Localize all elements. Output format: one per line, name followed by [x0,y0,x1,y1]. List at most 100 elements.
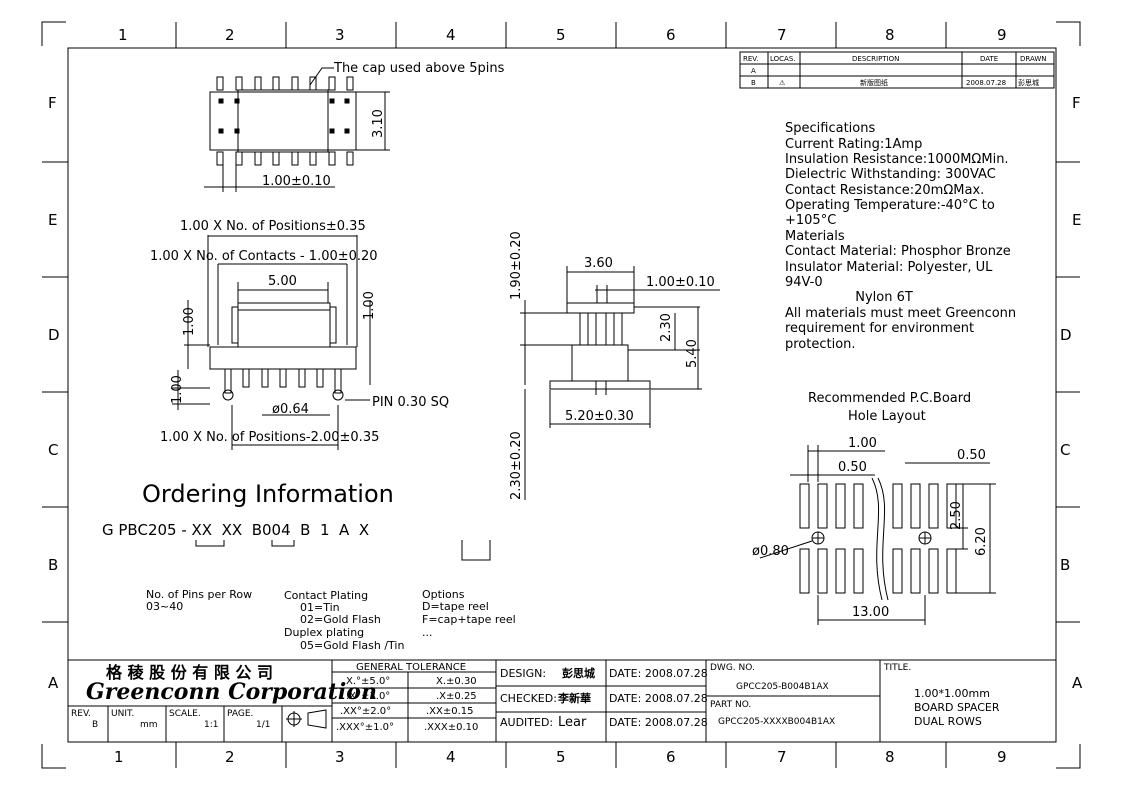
svg-text:D=tape reel: D=tape reel [422,600,489,613]
svg-text:5.00: 5.00 [268,274,297,289]
svg-text:.XX±0.15: .XX±0.15 [426,706,474,717]
svg-text:Specifications: Specifications [785,121,875,136]
svg-text:1.00*1.00mm: 1.00*1.00mm [914,687,990,700]
svg-text:13.00: 13.00 [852,605,889,620]
revision-table: REV. LOCAS. DESCRIPTION DATE DRAWN A B ⚠… [739,51,1055,89]
svg-text:1.00: 1.00 [848,436,877,451]
col-label: 9 [997,748,1007,766]
svg-text:1.90±0.20: 1.90±0.20 [509,231,524,300]
svg-text:Nylon 6T: Nylon 6T [785,290,913,305]
svg-text:DATE: 2008.07.28: DATE: 2008.07.28 [609,716,708,729]
col-label: 1 [118,26,128,44]
svg-text:⚠: ⚠ [779,79,786,87]
svg-text:UNIT.: UNIT. [111,709,134,719]
svg-text:Options: Options [422,588,465,601]
row-label: C [1060,441,1070,459]
svg-text:REV.: REV. [743,55,758,63]
svg-text:Contact Resistance:20mΩMax.: Contact Resistance:20mΩMax. [785,183,984,198]
row-label: D [1060,326,1072,344]
svg-text:DATE: DATE [980,55,998,63]
svg-text:01=Tin: 01=Tin [300,601,340,614]
svg-text:+105°C: +105°C [785,213,836,228]
row-label: A [48,674,59,692]
svg-text:BOARD SPACER: BOARD SPACER [914,701,1000,714]
row-label: F [1072,94,1081,112]
svg-text:protection.: protection. [785,337,856,352]
svg-text:Current Rating:1Amp: Current Rating:1Amp [785,137,922,152]
svg-text:彭思城: 彭思城 [1018,78,1039,87]
svg-text:DESCRIPTION: DESCRIPTION [852,55,899,63]
svg-text:REV.: REV. [71,709,91,719]
svg-text:3.10: 3.10 [371,109,386,138]
svg-text:B: B [751,79,756,87]
svg-text:2.30±0.20: 2.30±0.20 [509,431,524,500]
row-labels-right: F E D C B A [1060,94,1083,692]
svg-text:.X°±3.0°: .X°±3.0° [346,691,390,702]
svg-text:5.20±0.30: 5.20±0.30 [565,409,634,424]
svg-text:Contact Plating: Contact Plating [284,589,368,602]
svg-text:GENERAL TOLERANCE: GENERAL TOLERANCE [356,662,466,673]
svg-text:.X±0.25: .X±0.25 [436,691,477,702]
svg-text:GPCC205-B004B1AX: GPCC205-B004B1AX [736,682,829,692]
col-label: 2 [225,748,235,766]
svg-text:Hole Layout: Hole Layout [848,409,926,424]
row-label: C [48,441,58,459]
pcb-layout: Recommended P.C.Board Hole Layout 1.00 0… [752,391,996,625]
col-label: 3 [335,26,345,44]
col-label: 4 [446,26,456,44]
svg-text:DATE: 2008.07.28: DATE: 2008.07.28 [609,692,708,705]
svg-text:1.00 X No. of Positions-2.00±0: 1.00 X No. of Positions-2.00±0.35 [160,430,379,445]
svg-text:.XX°±2.0°: .XX°±2.0° [340,706,391,717]
svg-text:Insulator Material: Polyester,: Insulator Material: Polyester, UL [785,260,993,275]
svg-text:彭思城: 彭思城 [562,666,595,680]
svg-text:Lear: Lear [558,715,587,730]
svg-text:No. of Pins per Row: No. of Pins per Row [146,588,252,601]
specifications: Specifications Current Rating:1Amp Insul… [785,121,1016,352]
svg-text:1/1: 1/1 [256,720,270,730]
svg-text:TITLE.: TITLE. [883,663,911,673]
svg-text:02=Gold Flash: 02=Gold Flash [300,613,381,626]
row-label: E [1072,211,1081,229]
col-label: 6 [666,748,676,766]
col-label: 8 [885,26,895,44]
svg-text:The cap used above 5pins: The cap used above 5pins [333,61,505,76]
svg-text:.XXX°±1.0°: .XXX°±1.0° [336,722,394,733]
svg-text:mm: mm [140,720,158,730]
svg-text:B: B [92,720,98,730]
col-label: 4 [446,748,456,766]
svg-text:Greenconn Corporation: Greenconn Corporation [86,679,377,705]
svg-text:DUAL ROWS: DUAL ROWS [914,715,982,728]
svg-text:X.°±5.0°: X.°±5.0° [346,676,390,687]
col-label: 5 [556,26,566,44]
col-label: 1 [114,748,124,766]
col-label: 7 [777,26,787,44]
column-labels-bottom: 1 2 3 4 5 6 7 8 9 [114,748,1007,766]
svg-text:2008.07.28: 2008.07.28 [966,79,1006,87]
row-label: F [48,94,57,112]
svg-text:Operating Temperature:-40°C to: Operating Temperature:-40°C to [785,198,995,213]
svg-text:2.30: 2.30 [659,313,674,342]
ordering-information: Ordering Information G PBC205 - XX XX B0… [102,480,516,652]
svg-text:ø0.80: ø0.80 [752,544,789,559]
col-label: 6 [666,26,676,44]
svg-text:Recommended P.C.Board: Recommended P.C.Board [808,391,971,406]
svg-text:0.50: 0.50 [838,460,867,475]
side-view: 1.90±0.20 3.60 1.00±0.10 2.30 5.40 5.20±… [509,231,720,500]
svg-text:Duplex plating: Duplex plating [284,626,364,639]
row-label: A [1072,674,1083,692]
svg-text:F=cap+tape reel: F=cap+tape reel [422,613,516,626]
svg-text:05=Gold Flash /Tin: 05=Gold Flash /Tin [300,639,404,652]
svg-text:DRAWN: DRAWN [1020,55,1047,63]
svg-text:DESIGN:: DESIGN: [500,667,546,680]
svg-text:DWG. NO.: DWG. NO. [710,663,755,673]
svg-text:1:1: 1:1 [204,720,218,730]
svg-text:A: A [751,67,756,75]
svg-text:All materials must meet Greenc: All materials must meet Greenconn [785,306,1016,321]
svg-text:Dielectric Withstanding: 300V: Dielectric Withstanding: 300VAC [785,167,996,182]
svg-text:1.00±0.10: 1.00±0.10 [262,174,331,189]
front-view: 1.00 X No. of Positions±0.35 1.00 X No. … [150,219,449,450]
svg-text:1.00±0.10: 1.00±0.10 [646,275,715,290]
col-label: 2 [225,26,235,44]
svg-text:2.50: 2.50 [949,501,964,530]
